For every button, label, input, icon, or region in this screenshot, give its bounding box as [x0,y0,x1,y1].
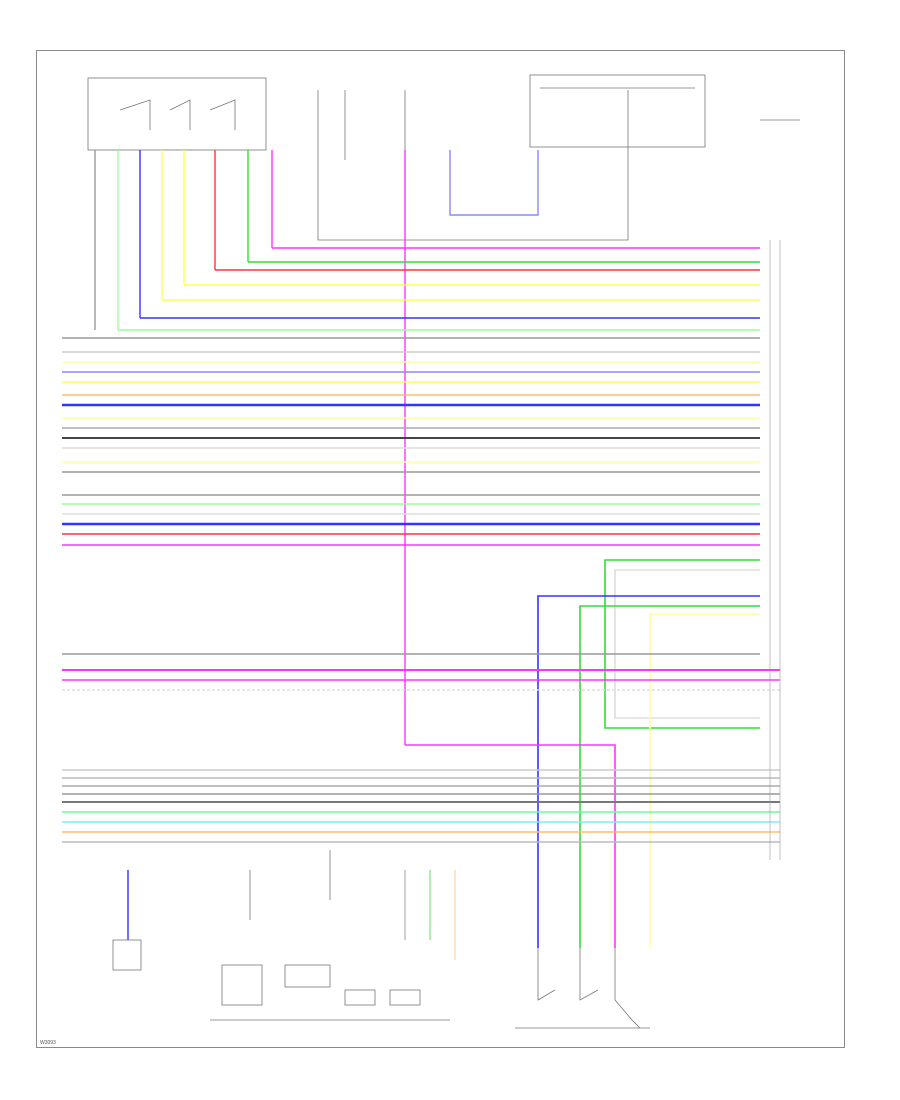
bottom-components [112,850,650,1029]
horizontal-wires-middle [62,494,760,948]
top-left-switch-assembly [87,77,267,330]
top-center-module [317,90,629,241]
horizontal-wires-upper [62,247,760,473]
horizontal-wires-lower [62,653,780,948]
horizontal-wires-bottom-bundle [62,769,780,843]
right-connector-column [769,240,781,860]
diagram-frame [36,50,845,1048]
diagram-code: W3093 [40,1040,56,1046]
top-right-control-unit [529,74,800,148]
